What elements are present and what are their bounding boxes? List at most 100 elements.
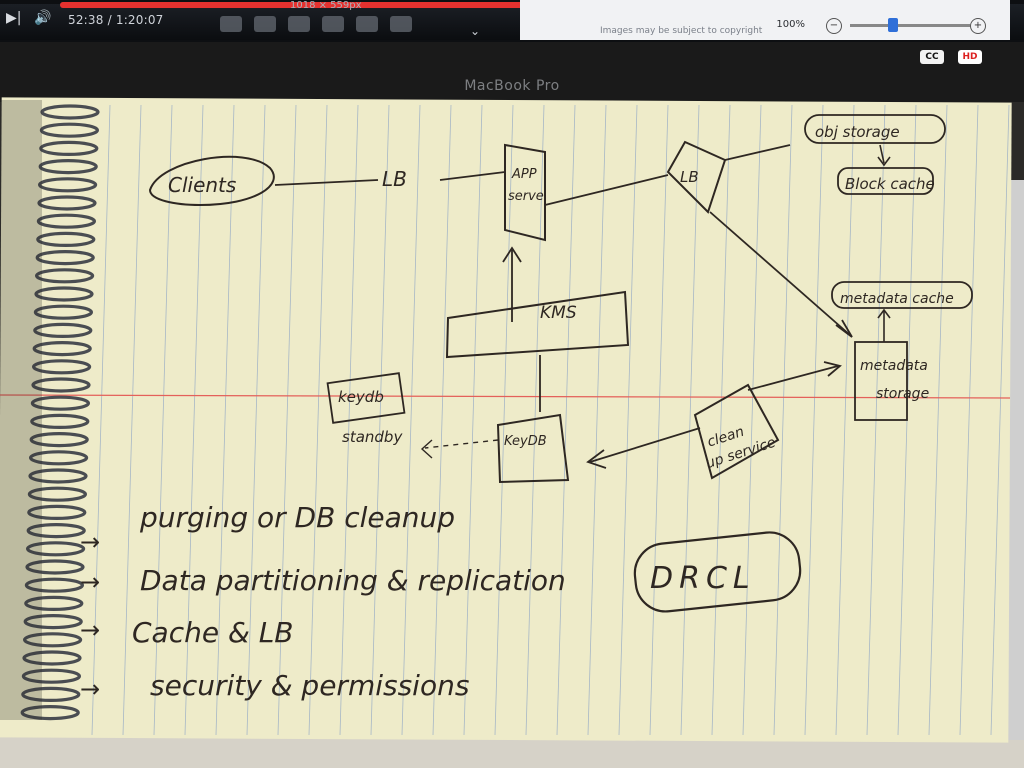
arrowhead-icon	[586, 449, 607, 469]
zoom-in-button[interactable]: +	[970, 18, 986, 34]
kms-label: KMS	[540, 303, 577, 323]
ruled-lines	[91, 104, 1010, 736]
volume-icon[interactable]: 🔊	[34, 10, 52, 26]
spiral-ring	[35, 250, 95, 266]
zoom-slider[interactable]	[850, 24, 970, 27]
arrowhead-icon	[835, 319, 853, 338]
block-cache-label: Block cache	[845, 175, 935, 193]
rule-line	[959, 104, 979, 736]
spiral-ring	[21, 668, 82, 684]
app-icon[interactable]	[254, 16, 276, 32]
rule-line	[680, 104, 700, 736]
rule-line	[804, 104, 824, 736]
arrowhead-icon	[420, 439, 433, 459]
taskbar-icons	[220, 16, 424, 36]
spiral-ring	[22, 650, 82, 666]
spiral-ring	[39, 122, 100, 138]
rule-line	[215, 104, 235, 736]
rule-line	[277, 104, 297, 736]
rule-line	[618, 104, 638, 736]
chevron-down-icon[interactable]: ⌄	[470, 24, 481, 38]
copyright-notice: Images may be subject to copyright	[600, 26, 763, 36]
spiral-ring	[25, 559, 85, 575]
cleanup-to-keydb-arrow	[589, 427, 701, 463]
clients-label: Clients	[168, 173, 236, 197]
arrow-icon: →	[80, 528, 100, 556]
spiral-ring	[30, 395, 91, 411]
rule-line	[494, 104, 514, 736]
playback-time: 52:38 / 1:20:07	[68, 13, 164, 27]
spiral-ring	[40, 104, 100, 120]
drcl-badge-shape	[633, 531, 802, 613]
lb2-label: LB	[680, 168, 699, 186]
laptop-bezel	[0, 42, 1024, 102]
skip-icon[interactable]: ▶|	[6, 10, 22, 26]
spiral-ring	[32, 341, 92, 357]
note-item: Data partitioning & replication	[140, 564, 566, 597]
lb-label: LB	[382, 167, 407, 191]
rule-line	[122, 104, 142, 736]
clients-to-lb-line	[274, 179, 379, 186]
keydb-label: KeyDB	[504, 434, 547, 449]
note-item: security & permissions	[150, 669, 469, 702]
spine-shadow	[0, 100, 42, 720]
spiral-ring	[27, 504, 87, 521]
rule-line	[990, 104, 1010, 736]
rule-line	[401, 104, 421, 736]
zoom-out-button[interactable]: −	[826, 18, 842, 34]
zoom-level: 100%	[776, 19, 805, 30]
spiral-ring	[24, 577, 85, 593]
arrowhead-icon	[877, 156, 891, 167]
zoom-slider-thumb[interactable]	[888, 18, 898, 32]
progress-fill	[60, 2, 671, 8]
lb-to-metadata-arrow	[709, 211, 851, 336]
spiral-ring	[25, 541, 86, 557]
note-item: Cache & LB	[132, 616, 294, 649]
app-icon[interactable]	[390, 16, 412, 32]
app-icon[interactable]	[288, 16, 310, 32]
spiral-ring	[31, 377, 91, 393]
notes-list: purging or DB cleanup → Data partitionin…	[80, 501, 566, 703]
rule-line	[308, 104, 328, 736]
obj-storage-shape	[804, 114, 946, 144]
device-label: MacBook Pro	[464, 78, 560, 94]
app-to-lb-line	[544, 174, 669, 206]
cleanup-service-box	[693, 383, 780, 480]
rule-line	[153, 104, 173, 736]
keydb-standby-box	[326, 372, 406, 424]
spiral-ring	[21, 686, 81, 703]
spiral-ring	[26, 522, 86, 539]
kms-box	[445, 290, 630, 359]
resolution-label: 1018 × 559px	[290, 0, 362, 11]
hd-quality-button[interactable]: HD	[958, 50, 982, 64]
rule-line	[649, 104, 669, 736]
arrowhead-icon	[502, 246, 522, 263]
arrow-icon: →	[80, 675, 100, 703]
obj-storage-label: obj storage	[815, 123, 900, 141]
rule-line	[432, 104, 452, 736]
app-icon[interactable]	[356, 16, 378, 32]
spiral-ring	[31, 359, 92, 375]
rule-line	[587, 104, 607, 736]
spiral-ring	[28, 468, 88, 484]
spiral-ring	[34, 286, 94, 302]
storage-arrow	[879, 144, 885, 164]
rule-line	[184, 104, 204, 736]
app-icon[interactable]	[220, 16, 242, 32]
margin-line	[0, 394, 1011, 399]
spiral-ring	[36, 231, 96, 247]
zoom-toolbar: 100% − +	[520, 0, 1010, 40]
spiral-ring	[29, 432, 89, 448]
lb-to-storage-line	[724, 144, 791, 161]
spiral-ring	[23, 613, 83, 630]
spiral-ring	[24, 595, 84, 612]
rule-line	[835, 104, 855, 736]
captions-button[interactable]: CC	[920, 50, 944, 64]
rule-line	[91, 104, 111, 736]
app-icon[interactable]	[322, 16, 344, 32]
spiral-ring	[27, 486, 88, 502]
cleanup-to-metadata-arrow	[747, 365, 839, 391]
